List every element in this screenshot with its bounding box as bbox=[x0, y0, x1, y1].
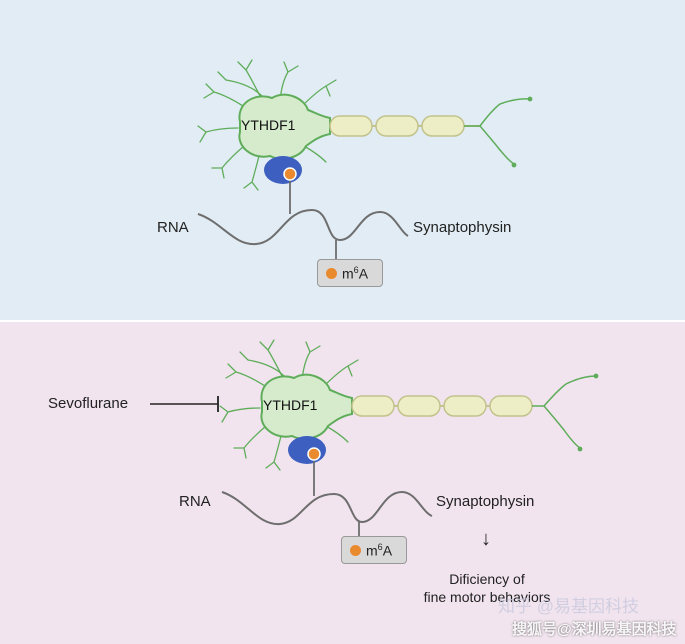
soma bbox=[238, 93, 331, 160]
soma bbox=[260, 373, 353, 440]
m6a-dot bbox=[326, 268, 337, 279]
synaptophysin-label: Synaptophysin bbox=[413, 219, 512, 236]
myelin-segment bbox=[375, 115, 419, 137]
terminal-bouton bbox=[593, 373, 599, 379]
myelin-segment bbox=[329, 115, 373, 137]
axon-terminals bbox=[532, 375, 597, 449]
m6a-binding-dot bbox=[283, 167, 297, 181]
m6a-dot bbox=[350, 545, 361, 556]
ythdf1-protein bbox=[264, 156, 302, 184]
m6a-binding-dot bbox=[307, 447, 321, 461]
outcome-text: Dificiency of fine motor behaviors bbox=[423, 571, 551, 605]
m6a-label: m6A bbox=[366, 542, 393, 559]
sevoflurane-condition-panel: Sevoflurane YTHDF1 RNA Synaptophysin m6A… bbox=[0, 322, 685, 644]
m6a-modification-box: m6A bbox=[317, 259, 383, 287]
ythdf1-label: YTHDF1 bbox=[263, 397, 318, 413]
watermark-faint: 知乎 @易基因科技 bbox=[498, 597, 639, 616]
dendrites bbox=[219, 339, 359, 471]
myelin-segment bbox=[443, 395, 487, 417]
downregulation-arrow: ↓ bbox=[481, 528, 491, 550]
terminal-bouton bbox=[511, 162, 517, 168]
normal-condition-diagram bbox=[197, 59, 533, 262]
rna-strand bbox=[221, 490, 433, 526]
ythdf1-protein bbox=[288, 436, 326, 464]
sevoflurane-condition-diagram bbox=[150, 339, 599, 540]
sevoflurane-label: Sevoflurane bbox=[48, 395, 129, 412]
watermark-main: 搜狐号@深圳易基因科技 bbox=[512, 621, 677, 638]
neuron bbox=[219, 339, 599, 471]
myelin-segment bbox=[351, 395, 395, 417]
rna-strand bbox=[197, 208, 409, 246]
rna-label: RNA bbox=[179, 493, 211, 510]
dendrites bbox=[197, 59, 337, 191]
ythdf1-label: YTHDF1 bbox=[241, 117, 296, 133]
axon-terminals bbox=[464, 98, 531, 165]
m6a-modification-box: m6A bbox=[341, 536, 407, 564]
synaptophysin-label: Synaptophysin bbox=[436, 493, 535, 510]
myelin-segment bbox=[489, 395, 533, 417]
terminal-bouton bbox=[577, 446, 583, 452]
myelin-segment bbox=[397, 395, 441, 417]
terminal-bouton bbox=[527, 96, 533, 102]
normal-condition-panel: YTHDF1 RNA Synaptophysin m6A bbox=[0, 0, 685, 320]
rna-label: RNA bbox=[157, 219, 189, 236]
m6a-label: m6A bbox=[342, 265, 369, 282]
myelin-segment bbox=[421, 115, 465, 137]
neuron bbox=[197, 59, 533, 191]
